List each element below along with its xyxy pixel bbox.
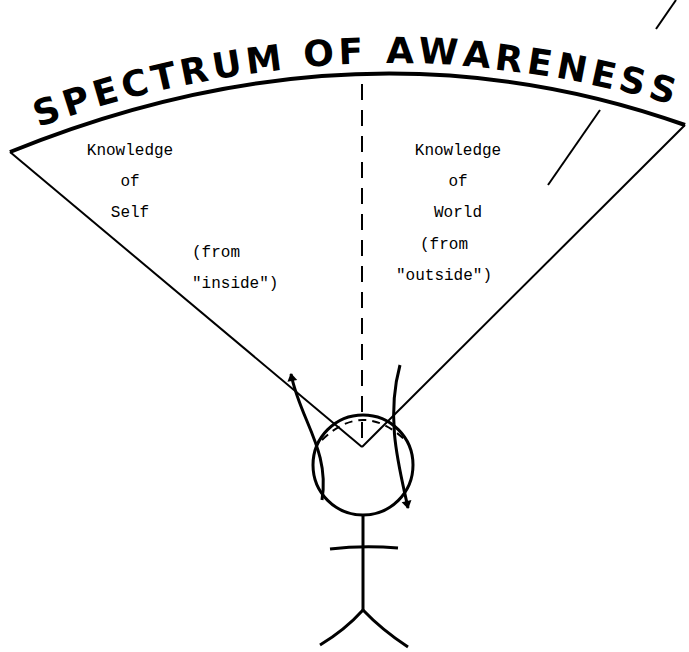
curved-title: SPECTRUM OF AWARENESS bbox=[0, 0, 689, 140]
title-letter: M bbox=[244, 39, 284, 79]
title-letter: U bbox=[210, 45, 245, 85]
slash-line bbox=[656, 0, 676, 29]
title-letter: E bbox=[587, 55, 619, 95]
title-letter: E bbox=[525, 43, 555, 82]
node-text: (from "outside") bbox=[396, 230, 492, 292]
text-line: Knowledge bbox=[87, 136, 173, 167]
text-line: "inside") bbox=[192, 269, 278, 300]
node-text: Knowledge of World bbox=[415, 136, 501, 229]
text-line: "outside") bbox=[396, 261, 492, 292]
inward-arrow bbox=[291, 374, 323, 500]
title-letter: R bbox=[177, 51, 211, 92]
figure-body bbox=[362, 515, 365, 612]
text-line: of bbox=[415, 167, 501, 198]
dividing-line bbox=[361, 84, 363, 447]
awareness-half: Knowledge of World(from "outside") bbox=[362, 75, 685, 447]
text-line: Self bbox=[87, 198, 173, 229]
title-letter: S bbox=[645, 69, 680, 111]
node-text: (from "inside") bbox=[192, 238, 278, 300]
text-line: Knowledge bbox=[415, 136, 501, 167]
figure-leg bbox=[363, 610, 408, 647]
text-line: of bbox=[87, 167, 173, 198]
text-line: World bbox=[415, 198, 501, 229]
node-text: Knowledge of Self bbox=[87, 136, 173, 229]
sector-edge bbox=[10, 152, 362, 447]
outward-arrow bbox=[394, 365, 408, 508]
title-letter: A bbox=[461, 36, 492, 74]
text-line: (from bbox=[192, 238, 278, 269]
sector-edge bbox=[362, 125, 685, 447]
title-letter: F bbox=[338, 34, 364, 71]
title-letter bbox=[368, 33, 381, 69]
figure-arms bbox=[330, 547, 398, 549]
title-letter: A bbox=[386, 33, 414, 69]
title-letter: E bbox=[88, 72, 122, 113]
slash-line bbox=[548, 110, 600, 185]
title-letter bbox=[285, 38, 301, 75]
text-line: (from bbox=[396, 230, 492, 261]
title-letter: O bbox=[302, 35, 335, 73]
title-letter: S bbox=[616, 61, 650, 102]
title-letter: N bbox=[554, 48, 590, 89]
title-letter: S bbox=[29, 90, 65, 132]
title-letter: W bbox=[418, 34, 459, 72]
figure-leg bbox=[320, 610, 363, 645]
title-letter: R bbox=[493, 39, 525, 78]
title-letter: C bbox=[117, 64, 152, 105]
title-letter: T bbox=[148, 57, 180, 98]
awareness-half: Knowledge of Self (from "inside") bbox=[10, 75, 362, 447]
title-letter: P bbox=[58, 80, 94, 122]
